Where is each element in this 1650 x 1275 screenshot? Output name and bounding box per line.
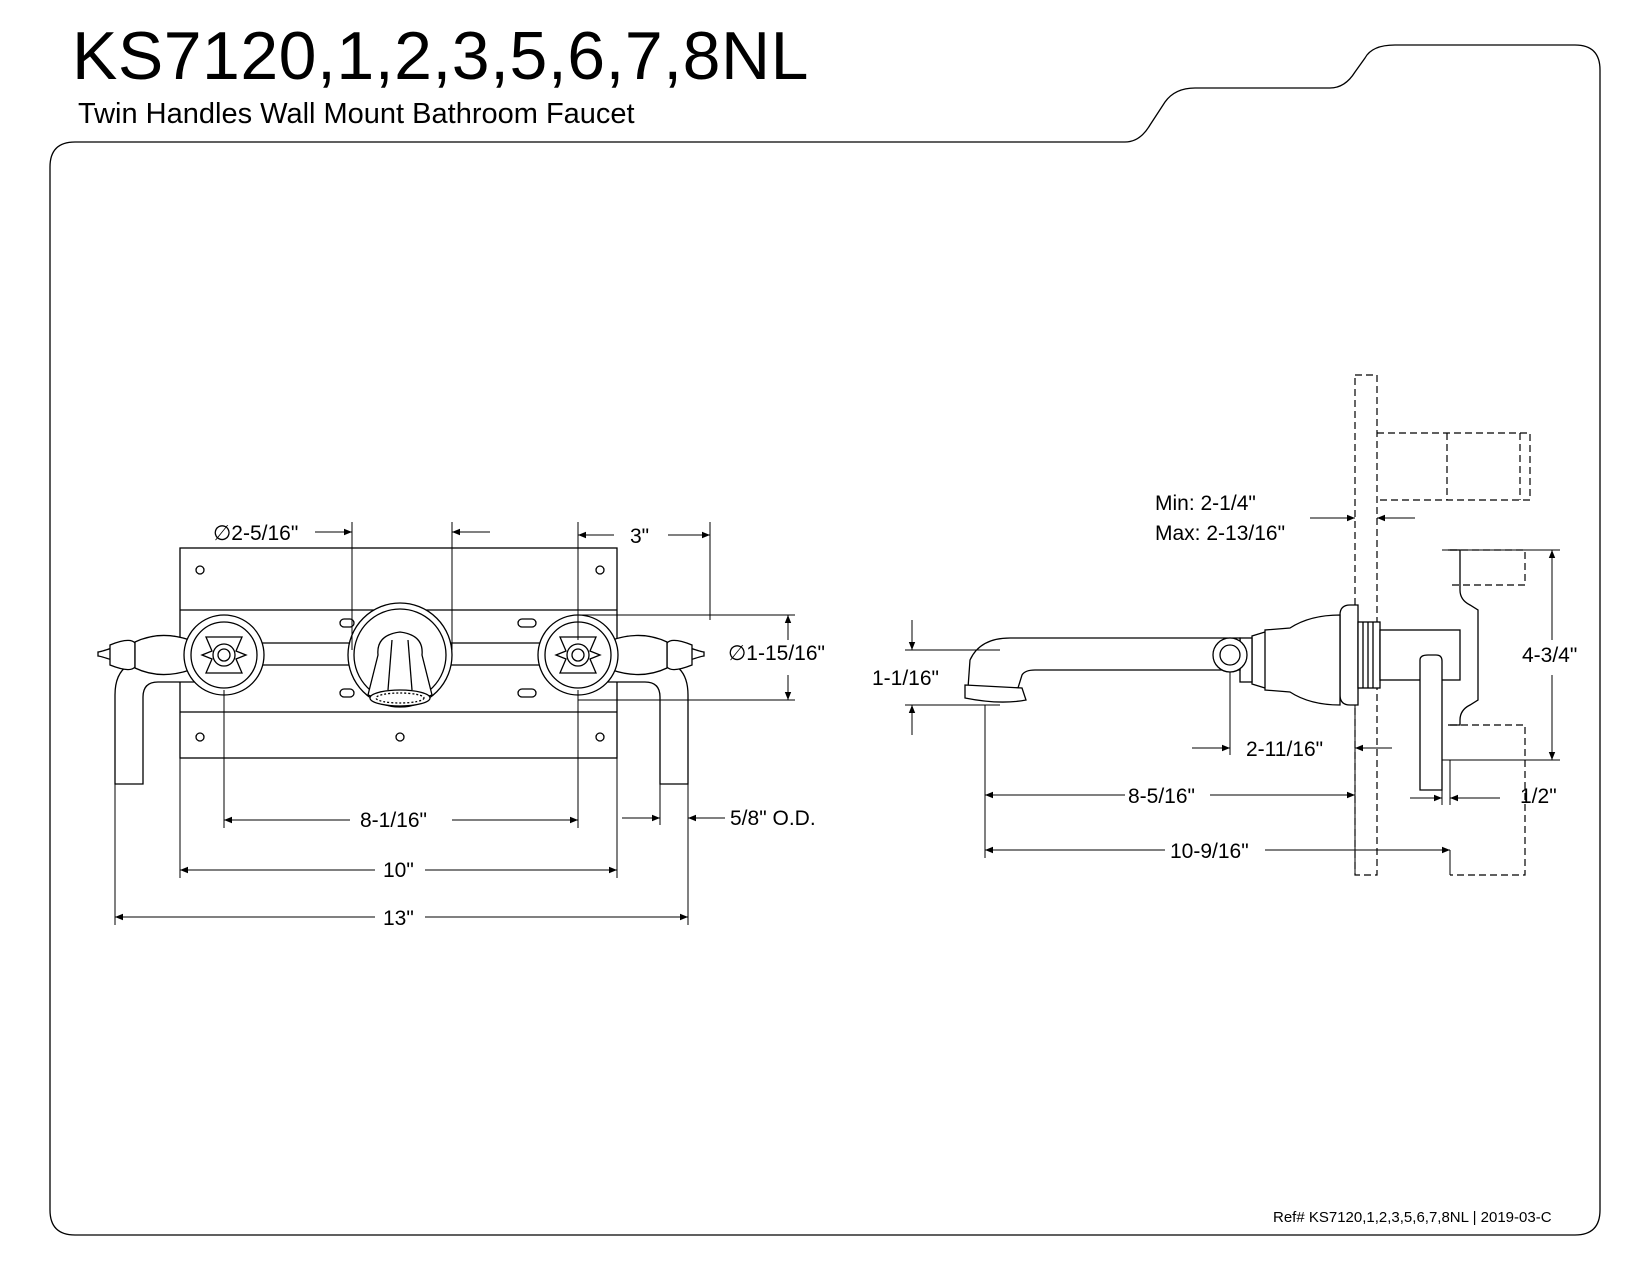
dim-wall-min: Min: 2-1/4" <box>1155 492 1256 515</box>
side-valve-body <box>1264 614 1341 706</box>
spout-front <box>347 602 453 708</box>
right-handle <box>537 614 705 696</box>
dim-handle-diameter: ∅1-15/16" <box>728 642 825 665</box>
dim-center-spacing: 8-1/16" <box>360 809 427 832</box>
left-supply-tube <box>114 659 201 785</box>
dim-spout-body: 2-11/16" <box>1246 738 1323 761</box>
right-supply-tube <box>602 659 689 785</box>
side-escutcheon <box>1339 604 1461 791</box>
reference-note: Ref# KS7120,1,2,3,5,6,7,8NL | 2019-03-C <box>1273 1209 1552 1226</box>
side-spout <box>964 637 1248 703</box>
dim-spout-reach: 8-5/16" <box>1128 785 1195 808</box>
dim-supply-od: 5/8" O.D. <box>730 807 816 830</box>
dim-plate-width: 10" <box>383 859 414 882</box>
dim-spout-height: 1-1/16" <box>872 667 939 690</box>
dim-spout-diameter: ∅2-5/16" <box>213 522 298 545</box>
sheet-border <box>49 44 1601 1236</box>
dim-pipe: 1/2" <box>1520 785 1557 808</box>
front-view: ∅2-5/16" 3" ∅1-15/16" 8-1/16" 10" 13" 5/… <box>97 522 825 930</box>
page-title: KS7120,1,2,3,5,6,7,8NL <box>72 18 809 94</box>
dim-wall-max: Max: 2-13/16" <box>1155 522 1285 545</box>
dim-handle-spacing: 3" <box>630 525 649 548</box>
left-handle <box>97 614 265 696</box>
dim-overall-width: 13" <box>383 907 414 930</box>
dim-valve-height: 4-3/4" <box>1522 644 1577 667</box>
page-subtitle: Twin Handles Wall Mount Bathroom Faucet <box>78 98 635 130</box>
dim-overall-reach: 10-9/16" <box>1170 840 1249 863</box>
side-view: Min: 2-1/4" Max: 2-13/16" 1-1/16" 4-3/4"… <box>872 374 1577 876</box>
